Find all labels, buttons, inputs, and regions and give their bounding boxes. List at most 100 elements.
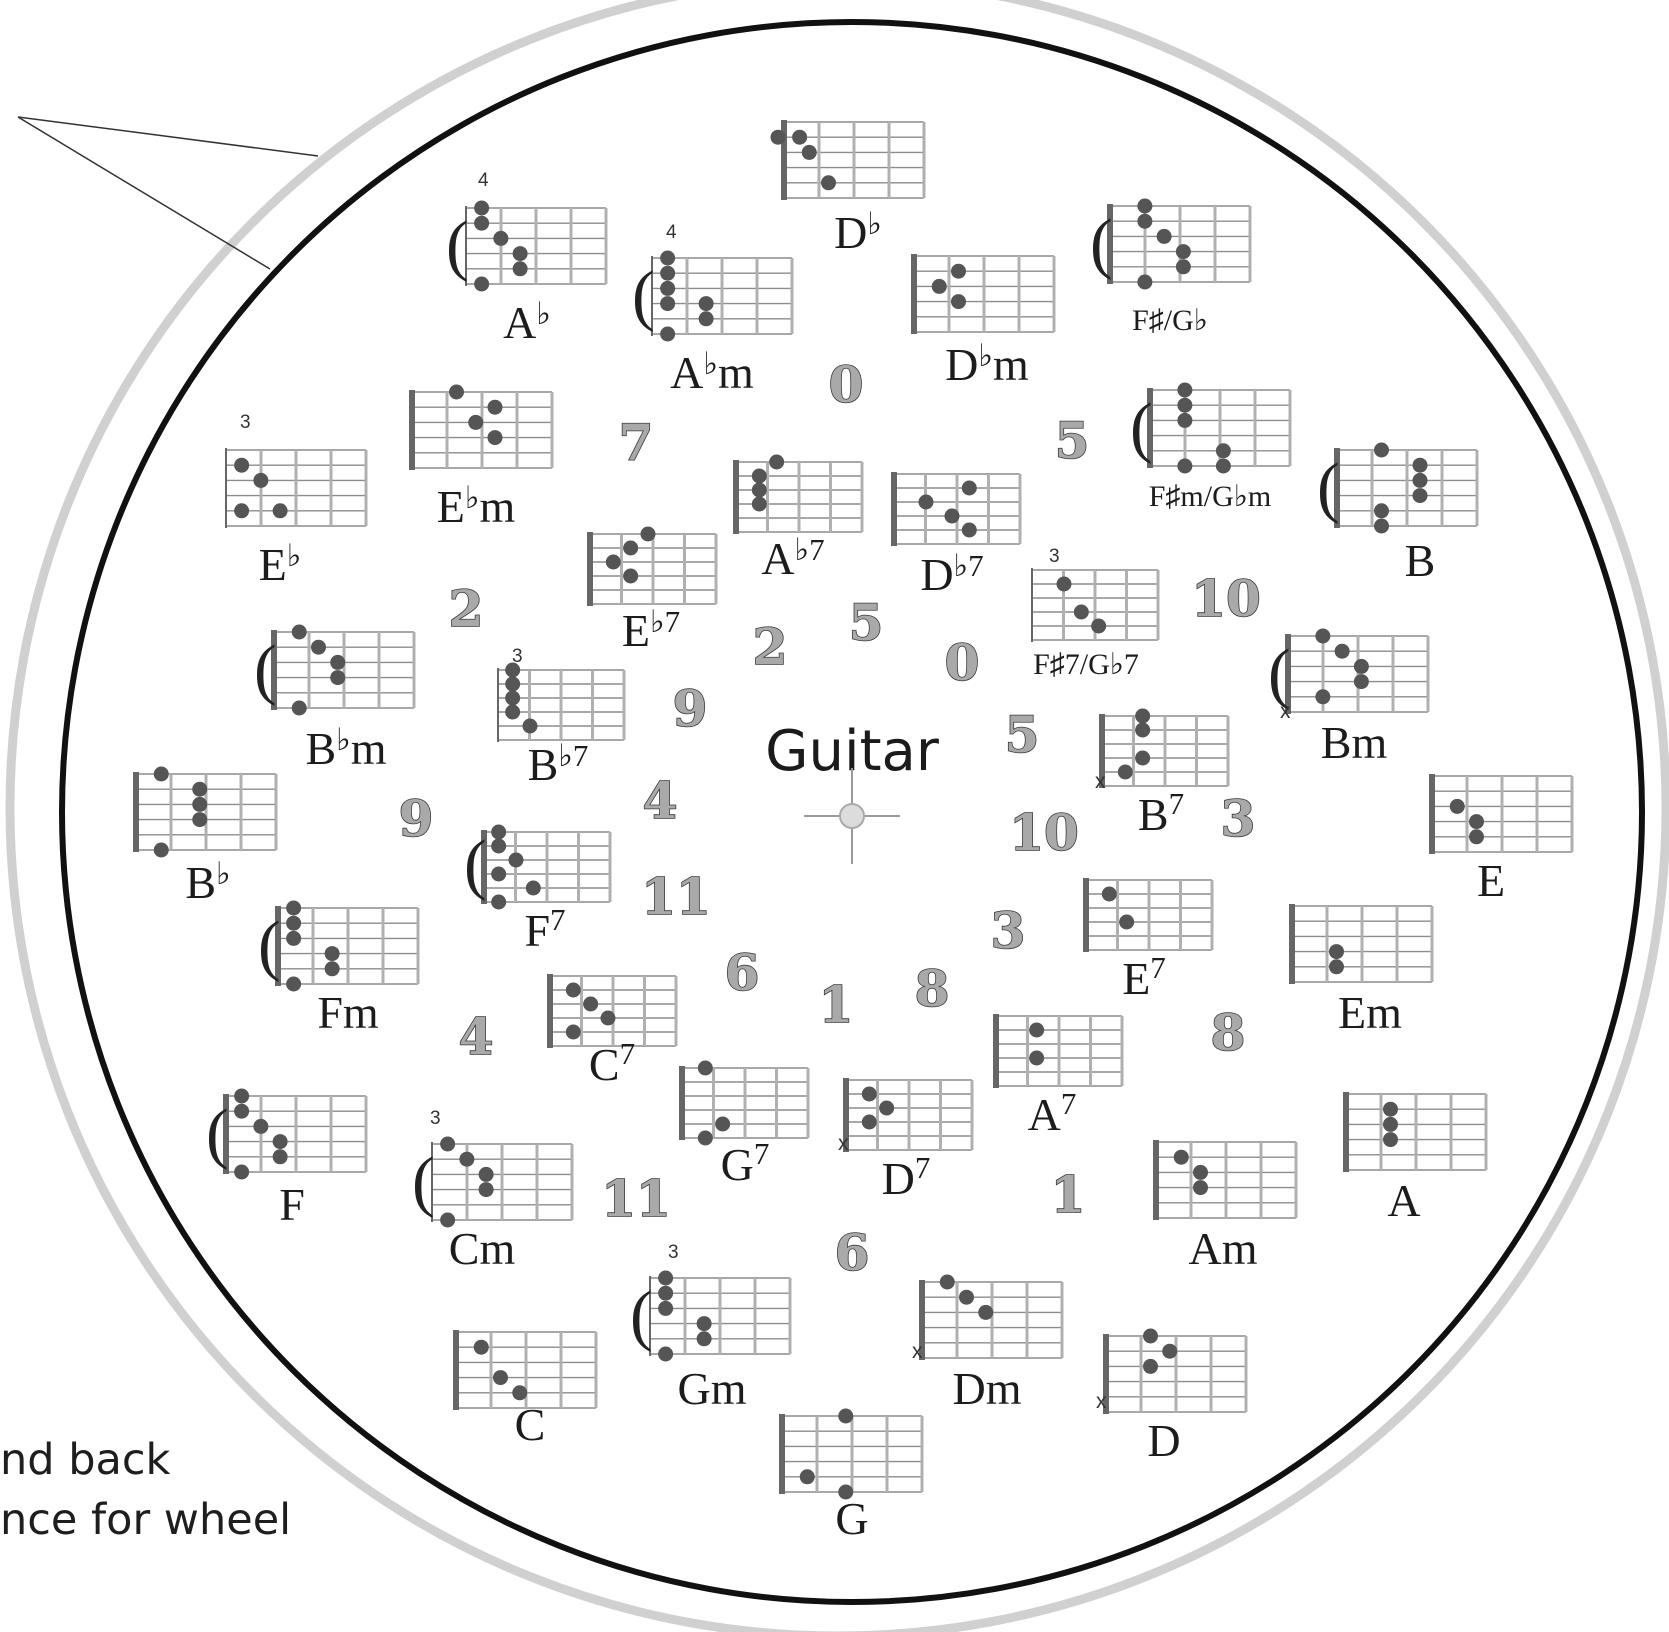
muted-string-mark: x [912, 1340, 923, 1363]
position-number: 8 [1211, 1003, 1246, 1062]
position-number: 10 [1009, 803, 1079, 862]
position-number: 9 [399, 789, 434, 848]
finger-dot [660, 265, 676, 281]
muted-string-mark: x [838, 1132, 849, 1155]
chord-label: F7 [524, 902, 565, 956]
finger-dot [978, 1304, 994, 1320]
finger-dot [286, 976, 302, 992]
chord-label: Em [1338, 987, 1402, 1038]
finger-dot [286, 915, 302, 931]
finger-dot [697, 1130, 713, 1146]
finger-dot [1383, 1116, 1398, 1132]
finger-dot [1177, 397, 1193, 413]
chord-diagram-fsgb: (F♯/G♭ [1090, 198, 1252, 337]
finger-dot [696, 1331, 712, 1347]
chord-label: E7 [1122, 950, 1166, 1004]
finger-dot [272, 1134, 288, 1150]
finger-dot [192, 796, 208, 812]
finger-dot [565, 1024, 581, 1040]
finger-dot [512, 1385, 528, 1401]
chord-diagram-d: xD [1096, 1328, 1248, 1466]
finger-dot [474, 276, 490, 292]
chord-diagram-g7: G7 [679, 1060, 810, 1190]
pointer-line-upper [17, 116, 319, 157]
finger-dot [1175, 244, 1191, 260]
finger-dot [1383, 1132, 1398, 1148]
chord-label: A♭ [503, 296, 551, 348]
finger-dot [658, 1285, 674, 1301]
finger-dot [697, 1060, 713, 1076]
finger-dot [330, 670, 346, 686]
finger-dot [1353, 658, 1369, 674]
finger-dot [1073, 604, 1089, 620]
chord-label: E♭ [259, 538, 302, 590]
finger-dot [1412, 488, 1428, 504]
finger-dot [493, 1370, 508, 1386]
chord-diagram-fm: (Fm [258, 900, 420, 1038]
finger-dot [658, 1270, 674, 1286]
chord-diagram-fs7gb7: 3F♯7/G♭7 [1031, 546, 1160, 681]
finger-dot [253, 472, 269, 488]
finger-dot [291, 624, 307, 640]
position-number: 11 [601, 1169, 671, 1228]
finger-dot [939, 1274, 955, 1290]
finger-dot [1215, 458, 1231, 474]
finger-dot [330, 654, 346, 670]
finger-dot [1315, 628, 1331, 644]
position-number: 5 [1055, 411, 1090, 470]
finger-dot [512, 261, 528, 277]
finger-dot [324, 961, 340, 977]
chord-label: F♯m/G♭m [1149, 480, 1272, 513]
chord-diagram-em: Em [1289, 904, 1434, 1038]
barre-bracket-icon: ( [1130, 388, 1153, 464]
finger-dot [153, 766, 169, 782]
chord-diagram-f: (F [206, 1088, 368, 1230]
barre-bracket-icon: ( [1268, 634, 1291, 710]
fret-number: 3 [668, 1242, 679, 1263]
finger-dot [565, 982, 581, 998]
finger-dot [1193, 1180, 1208, 1196]
finger-dot [769, 454, 785, 470]
chord-label: E♭7 [622, 604, 680, 656]
finger-dot [286, 930, 302, 946]
chord-label: D♭ [834, 206, 882, 258]
finger-dot [1412, 472, 1428, 488]
chord-diagram-g: G [779, 1408, 924, 1544]
finger-dot [660, 326, 676, 342]
finger-dot [861, 1086, 877, 1102]
finger-dot [474, 200, 490, 216]
chord-label: Gm [678, 1363, 747, 1414]
finger-dot [505, 690, 521, 706]
chord-label: Am [1189, 1223, 1258, 1274]
chord-diagram-ab: (4A♭ [446, 170, 608, 348]
finger-dot [505, 676, 521, 692]
finger-dot [291, 700, 307, 716]
finger-dot [440, 1136, 456, 1152]
chord-label: D♭7 [920, 548, 983, 600]
chord-diagram-cm: (3Cm [412, 1108, 574, 1274]
finger-dot [770, 129, 786, 145]
barre-bracket-icon: ( [254, 630, 277, 706]
finger-dot [153, 842, 169, 858]
center-crosshair-icon [804, 768, 900, 864]
finger-dot [959, 1289, 974, 1305]
barre-bracket-icon: ( [206, 1094, 229, 1170]
barre-bracket-icon: ( [258, 906, 281, 982]
finger-dot [861, 1114, 877, 1130]
position-number: 5 [849, 593, 884, 652]
finger-dot [1193, 1164, 1208, 1180]
position-number: 2 [753, 617, 788, 676]
finger-dot [1137, 198, 1153, 214]
finger-dot [1177, 382, 1193, 398]
position-number: 2 [449, 579, 484, 638]
finger-dot [1143, 1358, 1158, 1374]
chord-diagram-e: E [1429, 774, 1574, 906]
position-number: 11 [641, 867, 711, 926]
position-number: 6 [835, 1223, 870, 1282]
finger-dot [1315, 689, 1331, 705]
finger-dot [660, 280, 676, 296]
chord-label: Bm [1321, 717, 1388, 768]
barre-bracket-icon: ( [630, 1276, 653, 1352]
fret-number: 4 [666, 222, 677, 243]
